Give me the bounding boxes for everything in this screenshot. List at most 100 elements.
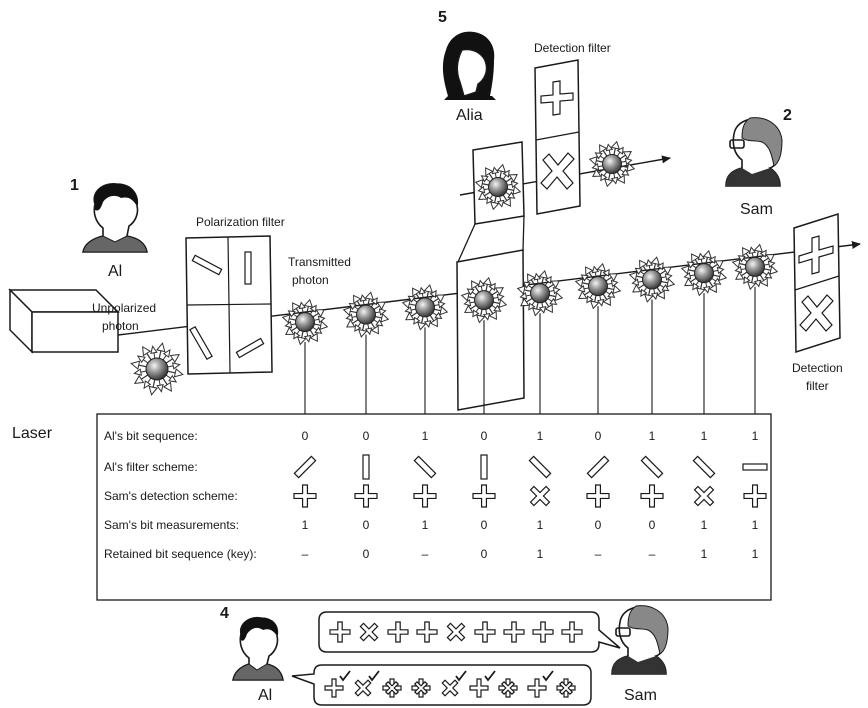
sam-bubble-rectilinear-icon <box>561 621 583 643</box>
row-label-bit-sequence: Al's bit sequence: <box>104 429 198 443</box>
filter-scheme-diag-right-icon <box>586 455 610 479</box>
retained-key-cell: – <box>595 547 602 561</box>
transmitted-photon <box>628 256 676 303</box>
alia-label: Alia <box>456 107 483 124</box>
al-bubble-diagonal-icon <box>354 679 372 697</box>
al-bubble-rectilinear-icon <box>324 678 344 698</box>
al-avatar <box>82 182 148 253</box>
bit-sequence-cell: 1 <box>537 429 544 443</box>
retained-key-cell: 0 <box>481 547 488 561</box>
bit-sequence-cell: 1 <box>649 429 656 443</box>
polarization-filter-label: Polarization filter <box>196 215 285 229</box>
unpolarized-photon-label-line2: photon <box>102 319 139 333</box>
sam-bubble-rectilinear-icon <box>416 621 438 643</box>
transmitted-photon <box>731 243 779 291</box>
filter-scheme-vertical-icon <box>480 454 488 480</box>
retained-key-cell: 0 <box>363 547 370 561</box>
sam-bubble-schemes <box>329 621 583 643</box>
mismatch-icon <box>411 678 431 698</box>
bit-measurement-cell: 0 <box>595 518 602 532</box>
transmitted-photon <box>680 249 728 297</box>
rectilinear-detection-icon <box>413 484 437 508</box>
bit-sequence-cell: 0 <box>302 429 309 443</box>
retained-key-cell: – <box>422 547 429 561</box>
diagonal-detection-icon <box>529 485 551 507</box>
photons-group <box>130 140 779 396</box>
mismatch-icon <box>498 678 518 698</box>
check-mark-icon <box>542 670 554 682</box>
intercepted-photon <box>474 163 522 211</box>
transmitted-photon-label-line1: Transmitted <box>288 255 351 269</box>
transmitted-photon <box>401 284 449 331</box>
sam-bubble-rectilinear-icon <box>474 621 496 643</box>
bit-sequence-cell: 1 <box>422 429 429 443</box>
bit-measurement-cell: 0 <box>363 518 370 532</box>
sam-bubble-rectilinear-icon <box>503 621 525 643</box>
rectilinear-detection-icon <box>586 484 610 508</box>
mismatch-icon <box>556 678 576 698</box>
transmitted-photon <box>342 291 390 338</box>
al-bottom-avatar <box>232 616 284 681</box>
row-label-bit-measurements: Sam's bit measurements: <box>104 518 239 532</box>
filter-scheme-diag-right-icon <box>293 455 317 479</box>
row-label-filter-scheme: Al's filter scheme: <box>104 460 198 474</box>
bit-sequence-cell: 0 <box>595 429 602 443</box>
retained-key-cell: – <box>649 547 656 561</box>
mismatch-cross-part <box>384 680 400 696</box>
transmitted-photon <box>516 269 564 317</box>
detection-filter-top <box>534 59 581 215</box>
filter-scheme-diag-left-icon <box>413 455 437 479</box>
mismatch-icon <box>382 678 402 698</box>
al-bubble-rectilinear-icon <box>469 678 489 698</box>
bit-measurement-cell: 1 <box>302 518 309 532</box>
retained-key-cell: 1 <box>701 547 708 561</box>
bit-sequence-cell: 1 <box>701 429 708 443</box>
laser-label: Laser <box>12 425 53 442</box>
mismatch-cross-part <box>413 680 429 696</box>
transmitted-photon <box>460 276 508 324</box>
column-ticks <box>304 286 756 424</box>
filter-scheme-diag-left-icon <box>692 455 716 479</box>
sam-bubble-diagonal-icon <box>446 622 466 642</box>
step-number-5: 5 <box>438 9 447 26</box>
sam-bottom-avatar <box>611 605 669 675</box>
al-bubble-replies <box>324 670 576 698</box>
sam-bubble-rectilinear-icon <box>387 621 409 643</box>
al-speech-bubble <box>291 664 592 706</box>
rectilinear-detection-icon <box>293 484 317 508</box>
bit-measurement-cell: 1 <box>422 518 429 532</box>
bit-measurement-cell: 1 <box>701 518 708 532</box>
rectilinear-detection-icon <box>640 484 664 508</box>
row-label-detection-scheme: Sam's detection scheme: <box>104 489 238 503</box>
rectilinear-detection-icon <box>354 484 378 508</box>
step-number-1: 1 <box>70 177 79 194</box>
polarization-filter <box>185 235 273 375</box>
bit-measurement-cell: 0 <box>481 518 488 532</box>
unpolarized-photon <box>130 342 184 396</box>
al-bubble-diagonal-icon <box>441 679 459 697</box>
sam-bottom-label: Sam <box>624 687 657 704</box>
detection-filter-right-label-line1: Detection <box>792 361 843 375</box>
bit-sequence-cell: 1 <box>752 429 759 443</box>
alia-avatar <box>442 31 496 100</box>
bit-measurement-cell: 1 <box>537 518 544 532</box>
detection-filter-top-label: Detection filter <box>534 41 611 55</box>
transmitted-photon-label-line2: photon <box>292 273 329 287</box>
unpolarized-photon-label-line1: Unpolarized <box>92 301 156 315</box>
step-number-4: 4 <box>220 605 229 622</box>
al-bubble-rectilinear-icon <box>527 678 547 698</box>
filter-scheme-diag-left-icon <box>640 455 664 479</box>
retained-key-cell: 1 <box>752 547 759 561</box>
bit-sequence-cell: 0 <box>481 429 488 443</box>
transmitted-photon <box>281 298 329 346</box>
sam-bubble-rectilinear-icon <box>532 621 554 643</box>
sam-label: Sam <box>740 201 773 218</box>
detection-filter-right-label-line2: filter <box>806 379 829 393</box>
mismatch-cross-part <box>500 680 516 696</box>
check-mark-icon <box>484 670 496 682</box>
detection-filter-right <box>793 212 841 354</box>
bit-sequence-cell: 0 <box>363 429 370 443</box>
check-mark-icon <box>368 670 380 682</box>
